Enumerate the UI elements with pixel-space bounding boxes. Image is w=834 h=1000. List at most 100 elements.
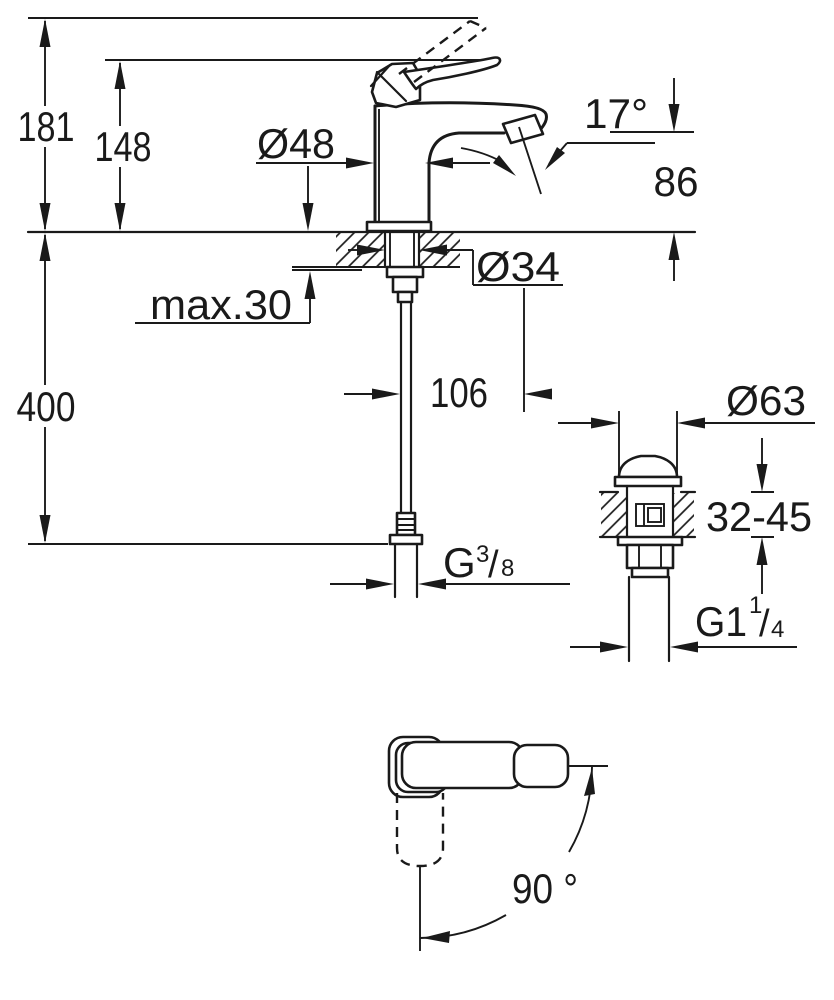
- drawing-stroke: [39, 515, 51, 543]
- thread-g114-slash: /: [759, 603, 770, 645]
- drawing-stroke: [114, 61, 126, 89]
- drawing-stroke: [668, 104, 680, 132]
- dim-text-3245: 32-45: [706, 493, 812, 540]
- drawing-stroke: [304, 271, 316, 299]
- dim-text-17deg: 17°: [584, 90, 648, 137]
- drawing-stroke: [677, 417, 705, 429]
- drawing-stroke: [591, 417, 619, 429]
- mounting-shank: [383, 230, 425, 304]
- spout-top-edge: [373, 101, 548, 134]
- thread-g114-numerator: 1: [749, 592, 762, 619]
- shank-nut: [391, 275, 419, 294]
- waste-deck: [598, 490, 774, 539]
- dim-height-to-handle: 148: [95, 61, 152, 231]
- dim-spout-projection: 106: [344, 288, 552, 416]
- drawing-stroke: [601, 493, 627, 536]
- drawing-stroke: [413, 27, 487, 83]
- drawing-stroke: [548, 142, 568, 165]
- thread-g38-denominator: 8: [501, 555, 514, 582]
- swivel-arc-upper: [568, 766, 593, 853]
- hose-ribbed-connector: [395, 511, 417, 537]
- drawing-stroke: [493, 155, 516, 176]
- handle-top-view: 90 °: [387, 735, 608, 951]
- dim-max-deck-thickness: max.30: [135, 166, 362, 328]
- drawing-stroke: [114, 203, 126, 231]
- dim-spout-angle: 17°: [460, 90, 694, 195]
- dim-supply-thread: G 3 / 8: [330, 539, 570, 590]
- thread-g38-prefix: G: [443, 539, 476, 586]
- swivel-arc-lower: [419, 914, 507, 939]
- hose-nut: [388, 533, 424, 546]
- handle-lever-end: [512, 743, 570, 789]
- dim-text-86: 86: [654, 158, 699, 205]
- spout-underside: [427, 131, 506, 224]
- drawing-stroke: [756, 464, 768, 492]
- handle-side-view: [369, 19, 502, 109]
- supply-hose: [388, 300, 424, 599]
- drawing-stroke: [39, 233, 51, 261]
- thread-g38-slash: /: [488, 544, 499, 586]
- handle-facet: [375, 70, 408, 103]
- base-flange: [365, 220, 433, 233]
- dim-text-181: 181: [18, 103, 75, 150]
- drawing-stroke: [346, 157, 374, 169]
- dim-waste-deck-range: 32-45: [706, 438, 812, 594]
- handle-raised-position: [398, 19, 487, 83]
- dim-text-o63: Ø63: [726, 377, 806, 424]
- thread-g114-denominator: 4: [771, 616, 784, 643]
- drawing-stroke: [372, 388, 400, 400]
- drawing-stroke: [668, 232, 680, 260]
- reference-lines: [26, 17, 697, 545]
- drawing-stroke: [366, 578, 394, 590]
- dim-shank-diameter: Ø34: [348, 243, 563, 290]
- dim-body-diameter: Ø48: [256, 120, 490, 169]
- dim-waste-flange-diameter: Ø63: [558, 377, 815, 476]
- dim-overall-height: 181: [18, 19, 75, 231]
- dim-outlet-height: 86: [654, 78, 699, 281]
- waste-cap-brim: [613, 475, 683, 488]
- thread-g114-prefix: G1: [695, 598, 747, 645]
- drawing-stroke: [524, 388, 552, 400]
- drawing-stroke: [418, 578, 446, 590]
- drawing-stroke: [647, 507, 662, 523]
- drawing-stroke: [469, 19, 487, 30]
- side-view: [26, 17, 697, 599]
- shank-step: [396, 290, 414, 304]
- faucet-body: [365, 101, 548, 233]
- aerator-axis-line: [518, 126, 542, 195]
- dim-swivel-angle: 90 °: [419, 765, 608, 943]
- dim-text-148: 148: [95, 123, 152, 170]
- drawing-stroke: [545, 147, 565, 170]
- handle-swivel-position: [395, 793, 445, 868]
- handle-facet: [369, 63, 392, 88]
- drawing-stroke: [670, 641, 698, 653]
- dim-text-90deg: 90 °: [512, 865, 578, 912]
- drawing-stroke: [419, 244, 447, 256]
- drawing-stroke: [398, 20, 471, 75]
- aerator: [501, 113, 545, 145]
- drawing-stroke: [600, 641, 628, 653]
- waste-valve: [613, 454, 684, 663]
- drawing-stroke: [584, 768, 595, 796]
- drawing-stroke: [302, 203, 314, 231]
- shank-flange: [385, 265, 425, 279]
- drawing-stroke: [422, 931, 450, 943]
- drawing-stroke: [756, 537, 768, 565]
- waste-nut: [625, 543, 675, 570]
- drawing-stroke: [425, 157, 453, 169]
- handle-lever-top: [400, 740, 525, 790]
- drawing-stroke: [39, 203, 51, 231]
- dim-text-o48: Ø48: [257, 120, 335, 167]
- dim-text-400: 400: [17, 383, 76, 430]
- drawing-stroke: [357, 244, 385, 256]
- dim-text-o34: Ø34: [476, 243, 560, 290]
- dim-waste-thread: G1 1 / 4: [570, 592, 797, 653]
- waste-body-window: [635, 503, 665, 527]
- dim-hose-length: 400: [17, 233, 76, 543]
- waste-cap-dome: [617, 454, 679, 479]
- dim-text-106: 106: [430, 369, 488, 416]
- drawing-stroke: [673, 493, 694, 536]
- waste-valve-view: Ø63 32-45 G1 1 / 4: [558, 377, 815, 663]
